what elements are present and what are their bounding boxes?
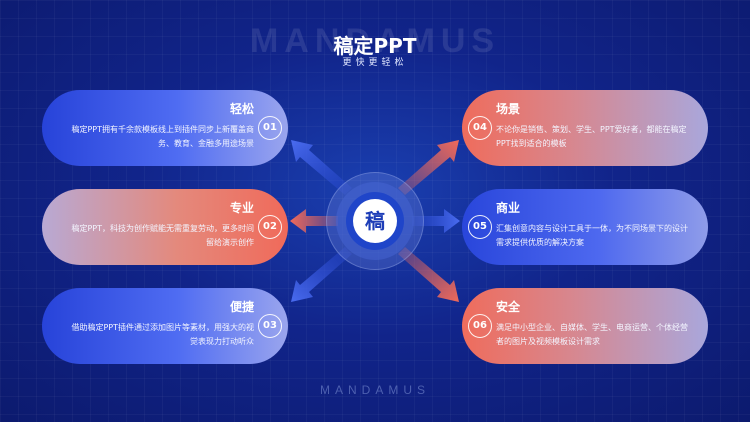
card-03-desc: 借助稿定PPT插件通过添加图片等素材，用强大的视觉表现力打动听众 [71,323,254,346]
card-01-title: 轻松 [229,102,254,116]
arrow-right [412,209,460,233]
footer-brand: MANDAMUS [319,383,430,397]
header-watermark: MANDAMUS [249,22,501,60]
card-04-desc: 不论你是销售、策划、学生、PPT爱好者，都能在稿定PPT找到适合的模板 [496,125,687,148]
card-06: 安全 满足中小型企业、自媒体、学生、电商运营、个体经营者的图片及视频模板设计需求… [462,288,708,364]
card-02-number: 02 [258,215,282,239]
card-05-title: 商业 [496,201,521,215]
arrow-up-left [291,140,352,195]
arrow-down-right [398,247,459,302]
card-05-desc: 汇集创意内容与设计工具于一体，为不同场景下的设计需求提供优质的解决方案 [496,224,688,247]
page-subtitle: 更快更轻松 [342,58,408,68]
arrow-down-left [291,247,352,302]
card-02-desc: 稿定PPT，科技为创作赋能无需重复劳动，更多时间留给演示创作 [71,224,254,247]
page-title: 稿定PPT [333,34,417,58]
arrow-up-right [398,140,459,195]
card-02-title: 专业 [229,201,254,215]
card-03-number: 03 [258,314,282,338]
card-05-number: 05 [468,215,492,239]
card-04-title: 场景 [496,102,521,116]
card-01-number: 01 [258,116,282,140]
card-02: 专业 稿定PPT，科技为创作赋能无需重复劳动，更多时间留给演示创作 02 [42,189,288,265]
card-03: 便捷 借助稿定PPT插件通过添加图片等素材，用强大的视觉表现力打动听众 03 [42,288,288,364]
card-04-number: 04 [468,116,492,140]
arrow-left [290,209,338,233]
center-logo: 稿 [353,199,397,243]
card-04: 场景 不论你是销售、策划、学生、PPT爱好者，都能在稿定PPT找到适合的模板 0… [462,90,708,166]
card-06-desc: 满足中小型企业、自媒体、学生、电商运营、个体经营者的图片及视频模板设计需求 [496,323,688,346]
card-01-desc: 稿定PPT拥有千余款模板线上到插件同步上新覆盖商务、教育、金融多用途场景 [71,125,254,148]
card-03-title: 便捷 [229,300,254,314]
card-06-number: 06 [468,314,492,338]
card-01: 轻松 稿定PPT拥有千余款模板线上到插件同步上新覆盖商务、教育、金融多用途场景 … [42,90,288,166]
card-05: 商业 汇集创意内容与设计工具于一体，为不同场景下的设计需求提供优质的解决方案 0… [462,189,708,265]
card-06-title: 安全 [496,300,521,314]
